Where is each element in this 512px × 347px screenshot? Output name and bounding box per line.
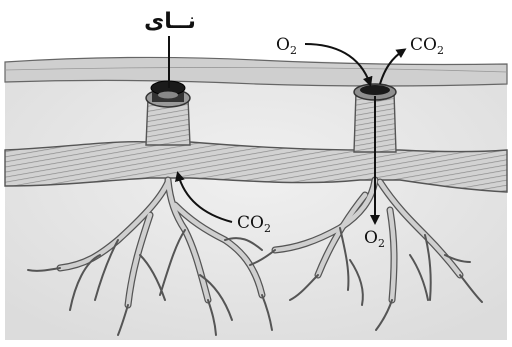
right-spiracle-opening (360, 85, 390, 95)
spiracle-label: نــای (144, 9, 196, 34)
co2-top-label: CO2 (410, 35, 444, 57)
o2-top-label: O2 (276, 35, 297, 57)
body-tissue (5, 60, 507, 340)
